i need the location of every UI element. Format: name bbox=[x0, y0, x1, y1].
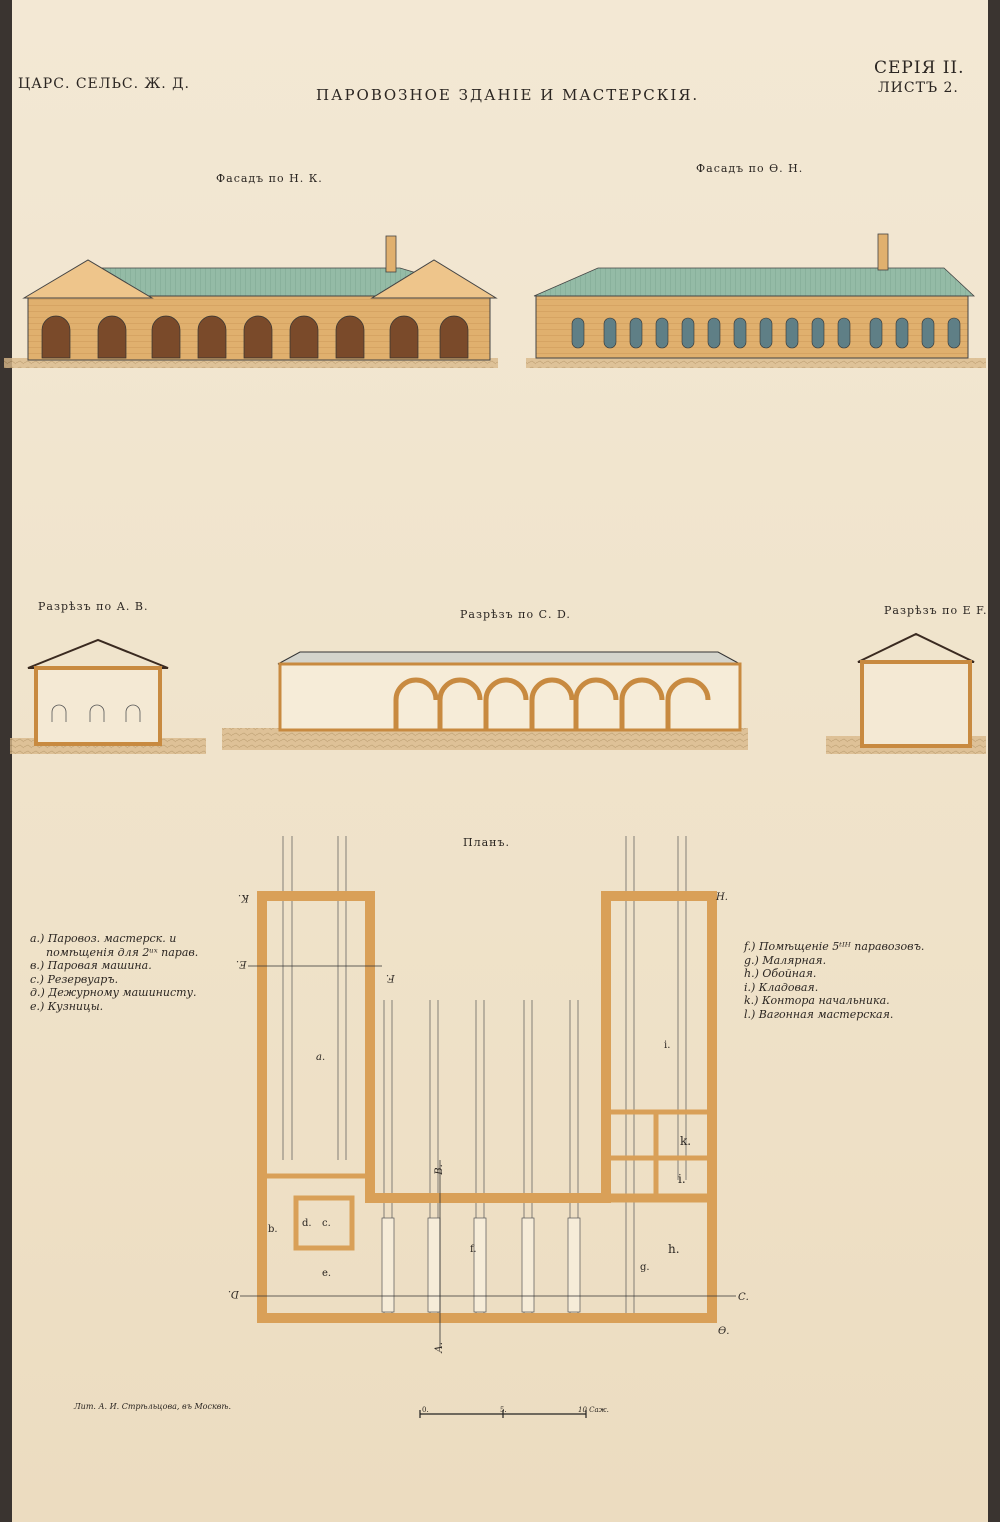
railway-label: ЦАРС. СЕЛЬС. Ж. Д. bbox=[18, 76, 190, 92]
sheet-number: ЛИСТЪ 2. bbox=[878, 80, 959, 96]
lithographer-credit: Лит. А. И. Стрѣльцова, въ Москвѣ. bbox=[74, 1402, 232, 1411]
plan-caption: Планъ. bbox=[463, 836, 510, 849]
section-cd-caption: Разрѣзъ по С. D. bbox=[460, 608, 571, 621]
room-label-k: k. bbox=[680, 1134, 692, 1148]
floor-plan bbox=[240, 836, 736, 1418]
legend-left-item: c.) Резервуаръ. bbox=[30, 972, 119, 986]
legend-left: a.) Паровоз. мастерск. и помѣщенія для 2… bbox=[30, 932, 198, 1013]
plan-mark-c: С. bbox=[738, 1292, 749, 1303]
legend-right-item: k.) Контора начальника. bbox=[744, 994, 890, 1007]
scale-zero: 0. bbox=[422, 1406, 429, 1414]
legend-left-item: a.) Паровоз. мастерск. и bbox=[30, 932, 177, 945]
section-ef-caption: Разрѣзъ по Е F. bbox=[884, 604, 988, 617]
facade-gn-drawing bbox=[526, 233, 986, 368]
legend-left-item: e.) Кузницы. bbox=[30, 999, 104, 1013]
legend-right-item: i.) Кладовая. bbox=[744, 980, 819, 994]
legend-right-item: f.) Помѣщеніе 5ᵗᴵᴴ паравозовъ. bbox=[744, 940, 925, 953]
legend-left-item: в.) Паровая машина. bbox=[30, 959, 152, 972]
plan-mark-g: Ѳ. bbox=[718, 1326, 730, 1337]
room-label-b: b. bbox=[268, 1224, 278, 1235]
section-cd-drawing bbox=[222, 651, 748, 750]
room-label-e: e. bbox=[322, 1268, 332, 1279]
facade-hk-drawing bbox=[4, 235, 498, 368]
right-scan-edge bbox=[988, 0, 1000, 1522]
legend-left-item: помѣщенія для 2ᵘˣ парав. bbox=[46, 945, 199, 959]
section-ab-caption: Разрѣзъ по А. В. bbox=[38, 600, 149, 613]
room-label-g: g. bbox=[640, 1262, 650, 1273]
plan-mark-k: К. bbox=[238, 892, 249, 903]
facade-hk-caption: Фасадъ по Н. К. bbox=[216, 172, 323, 185]
legend-left-item: д.) Дежурному машинисту. bbox=[30, 986, 197, 999]
plan-mark-d: D. bbox=[228, 1288, 239, 1299]
scale-ten: 10 Саж. bbox=[578, 1406, 609, 1414]
room-label-d: d. bbox=[302, 1218, 312, 1229]
room-label-c: c. bbox=[322, 1218, 331, 1229]
room-label-i: i. bbox=[678, 1172, 686, 1186]
plan-mark-b: В. bbox=[433, 1164, 445, 1175]
plan-mark-a: А. bbox=[433, 1342, 445, 1353]
room-label-f: f. bbox=[470, 1244, 477, 1255]
series-label: СЕРІЯ II. bbox=[874, 58, 965, 78]
legend-right-item: g.) Малярная. bbox=[744, 953, 827, 967]
section-ab-drawing bbox=[10, 638, 206, 754]
left-scan-edge bbox=[0, 0, 12, 1522]
facade-gn-caption: Фасадъ по Ѳ. Н. bbox=[696, 162, 804, 175]
room-label-i-upper: i. bbox=[664, 1040, 671, 1051]
legend-right-item: h.) Обойная. bbox=[744, 967, 817, 980]
plan-mark-f: F. bbox=[386, 972, 395, 983]
sheet-title: ПАРОВОЗНОЕ ЗДАНІЕ И МАСТЕРСКІЯ. bbox=[316, 86, 700, 104]
plan-mark-e: Е. bbox=[236, 958, 247, 969]
room-label-h: h. bbox=[668, 1242, 680, 1256]
plan-mark-h: Н. bbox=[716, 892, 728, 903]
legend-right: f.) Помѣщеніе 5ᵗᴵᴴ паравозовъ. g.) Маляр… bbox=[744, 940, 924, 1021]
legend-right-item: l.) Вагонная мастерская. bbox=[744, 1007, 894, 1021]
section-ef-drawing bbox=[826, 632, 986, 754]
room-label-a: a. bbox=[316, 1052, 326, 1063]
